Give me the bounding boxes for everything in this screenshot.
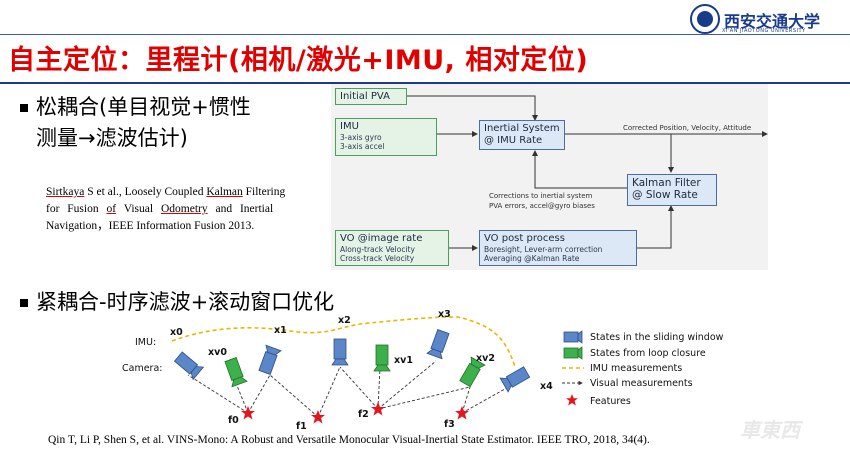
loose-coupling-diagram: Initial PVA IMU 3-axis gyro 3-axis accel… — [331, 84, 768, 270]
vo-box-title: VO @image rate — [340, 233, 423, 244]
vop-box-title: VO post process — [484, 233, 565, 244]
camera-xv2-icon — [459, 356, 486, 388]
label-xv1: xv1 — [394, 355, 413, 366]
legend-visual: Visual measurements — [590, 378, 693, 389]
label-f1: f1 — [296, 421, 307, 430]
ref1-line3: Navigation，IEEE Information Fusion 2013. — [46, 220, 255, 232]
corrections-label-1: Corrections to inertial system — [489, 192, 593, 200]
imu-box-accel: 3-axis accel — [340, 142, 385, 151]
reference-sirtkaya: Sirtkaya S et al., Loosely Coupled Kalma… — [46, 184, 328, 235]
label-x2: x2 — [338, 315, 351, 326]
label-f0: f0 — [228, 415, 239, 426]
inertial-box-line1: Inertial System — [484, 123, 560, 134]
camera-x4-icon — [499, 366, 531, 393]
camera-xv1-icon — [373, 344, 391, 372]
label-x4: x4 — [540, 381, 553, 392]
reference-vins-mono: Qin T, Li P, Shen S, et al. VINS-Mono: A… — [48, 434, 650, 446]
imu-box: IMU 3-axis gyro 3-axis accel — [335, 118, 437, 156]
imu-box-title: IMU — [340, 121, 359, 132]
inertial-box-line2: @ IMU Rate — [484, 135, 543, 146]
sliding-window-cameras — [173, 329, 531, 393]
ref1-text-c: for Fusion — [46, 203, 107, 215]
header-rule — [0, 34, 850, 35]
university-logo-emblem — [697, 11, 713, 27]
ref1-odometry: Odometry — [160, 203, 208, 215]
feature-f3-icon — [455, 406, 469, 420]
vop-box-line2: Averaging @Kalman Rate — [484, 254, 580, 263]
ref1-text-d: Visual — [116, 203, 161, 215]
kalman-filter-box: Kalman Filter @ Slow Rate — [627, 174, 717, 206]
ref1-text-a: S et al., Loosely Coupled — [84, 186, 207, 198]
legend-loop-icon — [563, 346, 583, 360]
camera-row-label: Camera: — [122, 363, 162, 374]
diagram2-legend: States in the sliding window States from… — [562, 330, 724, 407]
imu-measurement-path — [171, 316, 516, 368]
legend-states-loop: States from loop closure — [590, 348, 706, 359]
feature-f2-icon — [371, 402, 385, 416]
label-x0: x0 — [170, 327, 183, 338]
watermark-logo: 車東西 — [740, 418, 800, 442]
kalman-box-line1: Kalman Filter — [632, 177, 701, 189]
visual-measurement-lines — [187, 360, 513, 418]
inertial-system-box: Inertial System @ IMU Rate — [479, 120, 565, 150]
ref1-author: Sirtkaya — [46, 186, 85, 198]
bullet1-line1: 松耦合(单目视觉+惯性 — [36, 95, 251, 119]
university-logo — [690, 4, 720, 34]
imu-row-label: IMU: — [135, 337, 156, 348]
legend-feature-icon — [566, 394, 578, 406]
title-rule — [0, 82, 850, 84]
label-f2: f2 — [358, 409, 369, 420]
feature-f0-icon — [241, 406, 255, 420]
ref1-of: of — [106, 203, 117, 215]
vo-box-along: Along-track Velocity — [340, 245, 415, 254]
bullet1-line2: 测量→滤波估计) — [36, 126, 188, 150]
label-f3: f3 — [444, 419, 455, 430]
bullet2-text: 紧耦合-时序滤波+滚动窗口优化 — [36, 290, 335, 314]
feature-f1-icon — [311, 410, 325, 424]
bullet-loose-coupling: 松耦合(单目视觉+惯性 — [20, 91, 251, 121]
bullet-square-icon — [20, 299, 28, 307]
ref1-text-b: Filtering — [242, 186, 286, 198]
camera-x1-icon — [258, 344, 282, 375]
university-name-cn: 西安交通大学 — [724, 12, 821, 31]
diagram1-arrows — [405, 95, 768, 251]
vo-post-process-box: VO post process Boresight, Lever-arm cor… — [479, 230, 637, 266]
kalman-box-line2: @ Slow Rate — [632, 189, 698, 201]
slide-title: 自主定位：里程计(相机/激光+IMU, 相对定位) — [8, 45, 589, 76]
legend-window-icon — [563, 330, 583, 344]
label-xv0: xv0 — [208, 347, 227, 358]
imu-box-gyro: 3-axis gyro — [340, 133, 382, 142]
legend-states-window: States in the sliding window — [590, 332, 724, 343]
ref1-text-e: and Inertial — [207, 203, 274, 215]
camera-x0-icon — [173, 351, 205, 381]
corrections-label-2: PVA errors, accel@gyro biases — [489, 202, 595, 210]
camera-x2-icon — [331, 338, 349, 366]
vop-box-line1: Boresight, Lever-arm correction — [484, 245, 603, 254]
ref1-kalman: Kalman — [206, 186, 243, 198]
bullet-tight-coupling: 紧耦合-时序滤波+滚动窗口优化 — [20, 286, 334, 316]
feature-points — [241, 402, 469, 424]
bullet-square-icon — [20, 104, 28, 112]
vo-box-cross: Cross-track Velocity — [340, 254, 415, 263]
label-x1: x1 — [274, 325, 287, 336]
legend-imu: IMU measurements — [590, 363, 682, 374]
university-name-en: XI'AN JIAOTONG UNIVERSITY — [722, 28, 806, 34]
corrected-pva-label: Corrected Position, Velocity, Attitude — [623, 124, 752, 132]
label-x3: x3 — [438, 309, 451, 320]
vins-sliding-window-diagram: IMU: Camera: x0 x1 x2 x3 x4 xv0 xv1 xv2 … — [122, 309, 724, 430]
vo-box: VO @image rate Along-track Velocity Cros… — [335, 230, 449, 266]
camera-x3-icon — [426, 329, 450, 360]
legend-features: Features — [590, 396, 631, 407]
initial-pva-box: Initial PVA — [335, 88, 407, 105]
loop-closure-cameras — [224, 344, 486, 388]
camera-xv0-icon — [224, 357, 248, 388]
label-xv2: xv2 — [476, 353, 495, 364]
